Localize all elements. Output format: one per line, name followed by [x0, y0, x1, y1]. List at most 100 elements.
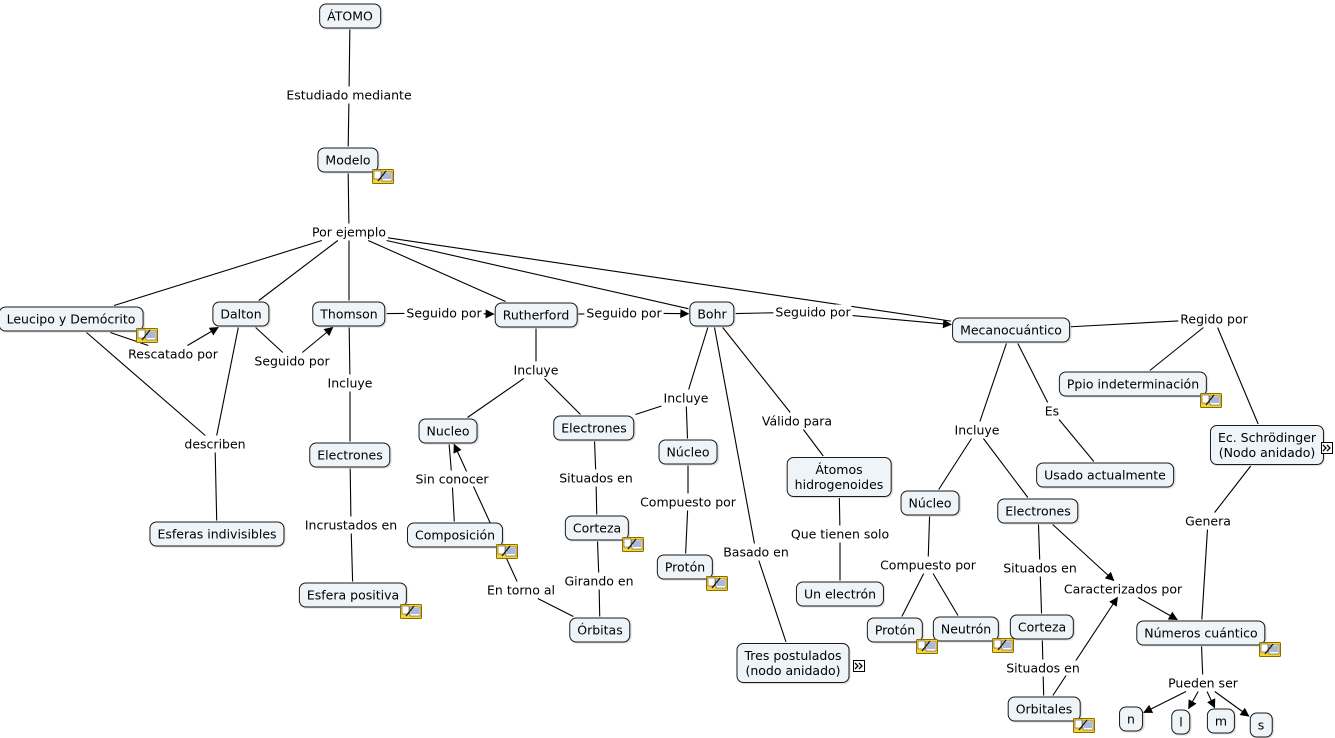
linking-phrase-regido[interactable]: Regido por: [1179, 311, 1249, 327]
concept-node-mecano[interactable]: Mecanocuántico: [952, 317, 1070, 343]
concept-node-bohr[interactable]: Bohr: [689, 301, 735, 327]
linking-phrase-por-ejemplo[interactable]: Por ejemplo: [311, 224, 387, 240]
linking-phrase-caracterizados[interactable]: Caracterizados por: [1062, 581, 1184, 597]
notes-resource-icon[interactable]: [400, 603, 423, 619]
connector-bohr-to-seguido4: [735, 312, 774, 315]
linking-phrase-pueden-ser[interactable]: Pueden ser: [1167, 675, 1239, 691]
linking-phrase-que-tienen[interactable]: Que tienen solo: [789, 526, 891, 542]
concept-node-composicion[interactable]: Composición: [406, 522, 504, 548]
concept-node-corteza-r[interactable]: Corteza: [564, 515, 630, 541]
connector-atomo-to-estudiado: [348, 29, 351, 87]
connector-incluye-m-to-nucleo-m: [938, 438, 972, 490]
concept-node-esfera-pos[interactable]: Esfera positiva: [298, 582, 408, 608]
concept-node-nucleo-r[interactable]: Nucleo: [418, 418, 478, 444]
connector-mecano-to-es: [1017, 343, 1049, 403]
concept-node-un-electron[interactable]: Un electrón: [795, 581, 885, 607]
concept-node-nucleo-m[interactable]: Núcleo: [900, 490, 960, 516]
concept-node-l[interactable]: l: [1171, 709, 1191, 735]
expand-nested-node-icon[interactable]: [852, 657, 865, 672]
linking-phrase-compuesto-m[interactable]: Compuesto por: [879, 557, 977, 573]
linking-phrase-seguido1[interactable]: Seguido por: [253, 353, 331, 369]
linking-phrase-incrustados[interactable]: Incrustados en: [303, 517, 399, 533]
connector-incluye-r-to-nucleo-r: [467, 378, 525, 418]
connector-describen-to-esferas: [214, 452, 218, 521]
concept-node-thomson[interactable]: Thomson: [312, 301, 386, 327]
connector-bohr-to-valido: [722, 327, 791, 413]
concept-node-atomo[interactable]: ÁTOMO: [319, 3, 381, 29]
connector-incluye-b-to-nucleo-b: [685, 406, 689, 439]
notes-resource-icon[interactable]: [496, 543, 519, 559]
connector-basado-to-tres-post: [758, 560, 787, 643]
linking-phrase-genera[interactable]: Genera: [1184, 513, 1232, 529]
linking-phrase-situados-m2[interactable]: Situados en: [1005, 660, 1081, 676]
linking-phrase-basado[interactable]: Basado en: [722, 544, 790, 560]
concept-node-orbitas[interactable]: Órbitas: [569, 617, 631, 643]
linking-phrase-incluye-m[interactable]: Incluye: [953, 422, 1001, 438]
linking-phrase-incluye-t[interactable]: Incluye: [326, 375, 374, 391]
connector-por-ejemplo-to-dalton: [258, 240, 339, 301]
concept-node-m[interactable]: m: [1206, 708, 1236, 734]
notes-resource-icon[interactable]: [916, 638, 939, 654]
connector-bohr-to-incluye-b: [688, 327, 709, 390]
notes-resource-icon[interactable]: [992, 637, 1015, 653]
notes-resource-icon[interactable]: [1258, 641, 1281, 657]
concept-node-corteza-m[interactable]: Corteza: [1009, 614, 1075, 640]
linking-phrase-seguido3[interactable]: Seguido por: [585, 305, 663, 321]
concept-node-proton-b[interactable]: Protón: [656, 554, 714, 580]
connector-situados-r-to-corteza-r: [595, 486, 598, 515]
linking-phrase-rescatado[interactable]: Rescatado por: [127, 346, 219, 362]
connector-orbitas-to-en-torno: [537, 598, 574, 617]
concept-node-s[interactable]: s: [1249, 712, 1273, 738]
linking-phrase-girando[interactable]: Girando en: [563, 573, 635, 589]
linking-phrase-describen[interactable]: describen: [183, 436, 247, 452]
connector-orbitales-to-caracterizados: [1052, 596, 1118, 696]
connector-por-ejemplo-to-bohr: [386, 239, 689, 310]
notes-resource-icon[interactable]: [706, 575, 729, 591]
concept-node-n[interactable]: n: [1119, 706, 1143, 732]
notes-resource-icon[interactable]: [622, 536, 645, 552]
notes-resource-icon[interactable]: [136, 327, 159, 343]
linking-phrase-compuesto-b[interactable]: Compuesto por: [639, 494, 737, 510]
concept-node-tres-post[interactable]: Tres postulados(nodo anidado): [736, 643, 850, 683]
concept-node-esferas[interactable]: Esferas indivisibles: [149, 521, 285, 547]
linking-phrase-incluye-r[interactable]: Incluye: [512, 362, 560, 378]
linking-phrase-sin-conocer[interactable]: Sin conocer: [414, 471, 490, 487]
connector-electrones-m-to-caracterizados: [1052, 524, 1115, 582]
linking-phrase-situados-r[interactable]: Situados en: [558, 470, 634, 486]
concept-node-leucipo[interactable]: Leucipo y Demócrito: [0, 306, 144, 332]
concept-node-ec-schr[interactable]: Ec. Schrödinger(Nodo anidado): [1209, 425, 1325, 465]
connector-estudiado-to-modelo: [347, 103, 350, 147]
concept-node-dalton[interactable]: Dalton: [212, 301, 270, 327]
linking-phrase-situados-m1[interactable]: Situados en: [1002, 560, 1078, 576]
linking-phrase-es[interactable]: Es: [1043, 403, 1061, 419]
concept-node-electrones-m[interactable]: Electrones: [997, 498, 1079, 524]
expand-nested-node-icon[interactable]: [1321, 439, 1333, 454]
linking-phrase-en-torno[interactable]: En torno al: [486, 582, 556, 598]
concept-node-electrones-t[interactable]: Electrones: [309, 442, 391, 468]
concept-node-numeros[interactable]: Números cuántico: [1136, 620, 1266, 646]
connector-incluye-m-to-electrones-m: [982, 438, 1029, 498]
connector-compuesto-m-to-neutron: [932, 573, 959, 616]
notes-resource-icon[interactable]: [1200, 392, 1223, 408]
linking-phrase-incluye-b[interactable]: Incluye: [662, 390, 710, 406]
concept-node-usado[interactable]: Usado actualmente: [1036, 462, 1174, 488]
connector-situados-m1-to-corteza-m: [1039, 576, 1043, 614]
concept-node-electrones-r[interactable]: Electrones: [553, 415, 635, 441]
notes-resource-icon[interactable]: [371, 168, 394, 184]
concept-node-proton-m[interactable]: Protón: [866, 617, 924, 643]
concept-node-orbitales[interactable]: Orbitales: [1007, 696, 1081, 722]
linking-phrase-valido[interactable]: Válido para: [760, 413, 834, 429]
linking-phrase-seguido2[interactable]: Seguido por: [405, 305, 483, 321]
concept-node-ppio[interactable]: Ppio indeterminación: [1058, 371, 1208, 397]
connector-electrones-t-to-incrustados: [349, 468, 352, 517]
linking-phrase-estudiado[interactable]: Estudiado mediante: [285, 87, 413, 103]
concept-node-nucleo-b[interactable]: Núcleo: [658, 439, 718, 465]
concept-node-modelo[interactable]: Modelo: [317, 147, 379, 173]
connector-regido-to-ppio: [1149, 327, 1204, 371]
concept-node-rutherford[interactable]: Rutherford: [494, 302, 578, 328]
linking-phrase-seguido4[interactable]: Seguido por: [774, 304, 852, 320]
connector-electrones-m-to-situados-m1: [1037, 524, 1041, 560]
concept-node-neutron[interactable]: Neutrón: [932, 616, 1000, 642]
notes-resource-icon[interactable]: [1073, 717, 1096, 733]
